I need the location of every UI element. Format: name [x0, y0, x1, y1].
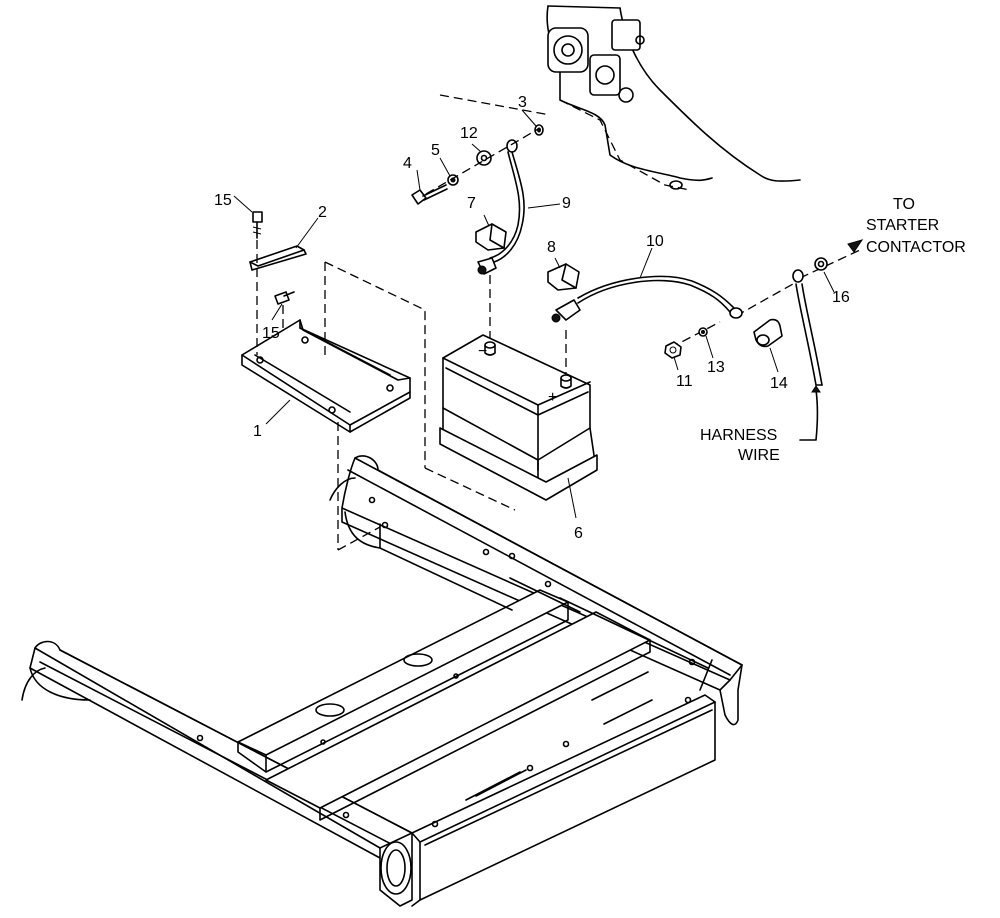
callout-1: 1: [253, 423, 262, 440]
battery-positive-label: +: [548, 389, 557, 406]
callout-11: 11: [676, 373, 693, 390]
terminal-cover-8: [547, 263, 580, 291]
note-harness: HARNESS: [700, 427, 777, 444]
lock-washer-5: [447, 174, 459, 186]
flat-washer-12: [476, 150, 492, 166]
note-starter: STARTER: [866, 217, 939, 234]
callout-15-upper: 15: [214, 192, 232, 209]
boot-14: [753, 318, 783, 348]
callout-2: 2: [318, 204, 327, 221]
lock-washer-3: [534, 124, 544, 136]
callout-5: 5: [431, 142, 440, 159]
hold-down-clamp: [249, 245, 307, 271]
negative-cable-9: [477, 139, 525, 275]
note-contactor: CONTACTOR: [866, 239, 966, 256]
washer-16: [814, 257, 828, 271]
callout-10: 10: [646, 233, 664, 250]
callout-16: 16: [832, 289, 850, 306]
note-to: TO: [893, 196, 915, 213]
lock-washer-13: [698, 327, 708, 337]
chassis-frame: [21, 455, 743, 907]
battery-negative-label: −: [478, 343, 487, 360]
callout-14: 14: [770, 375, 788, 392]
starter-arrow: [847, 239, 864, 253]
callout-3: 3: [518, 94, 527, 111]
nut-11: [664, 341, 682, 359]
note-wire: WIRE: [738, 447, 780, 464]
bolt-15-lower: [274, 291, 295, 305]
callout-4: 4: [403, 155, 412, 172]
callout-12: 12: [460, 125, 478, 142]
bolt-4: [411, 184, 448, 205]
terminal-cover-7: [475, 223, 507, 251]
engine-block: [546, 5, 801, 191]
callout-13: 13: [707, 359, 725, 376]
callout-7: 7: [467, 195, 476, 212]
harness-leader: [799, 389, 819, 441]
bolt-15-upper: [252, 211, 263, 239]
battery: [439, 334, 598, 501]
battery-bracket: [241, 319, 411, 433]
positive-cable-10: [551, 275, 743, 323]
callout-9: 9: [562, 195, 571, 212]
callout-8: 8: [547, 239, 556, 256]
harness-wire: [792, 269, 823, 386]
callout-15-lower: 15: [262, 325, 280, 342]
callout-6: 6: [574, 525, 583, 542]
leader-lines: [233, 109, 835, 519]
